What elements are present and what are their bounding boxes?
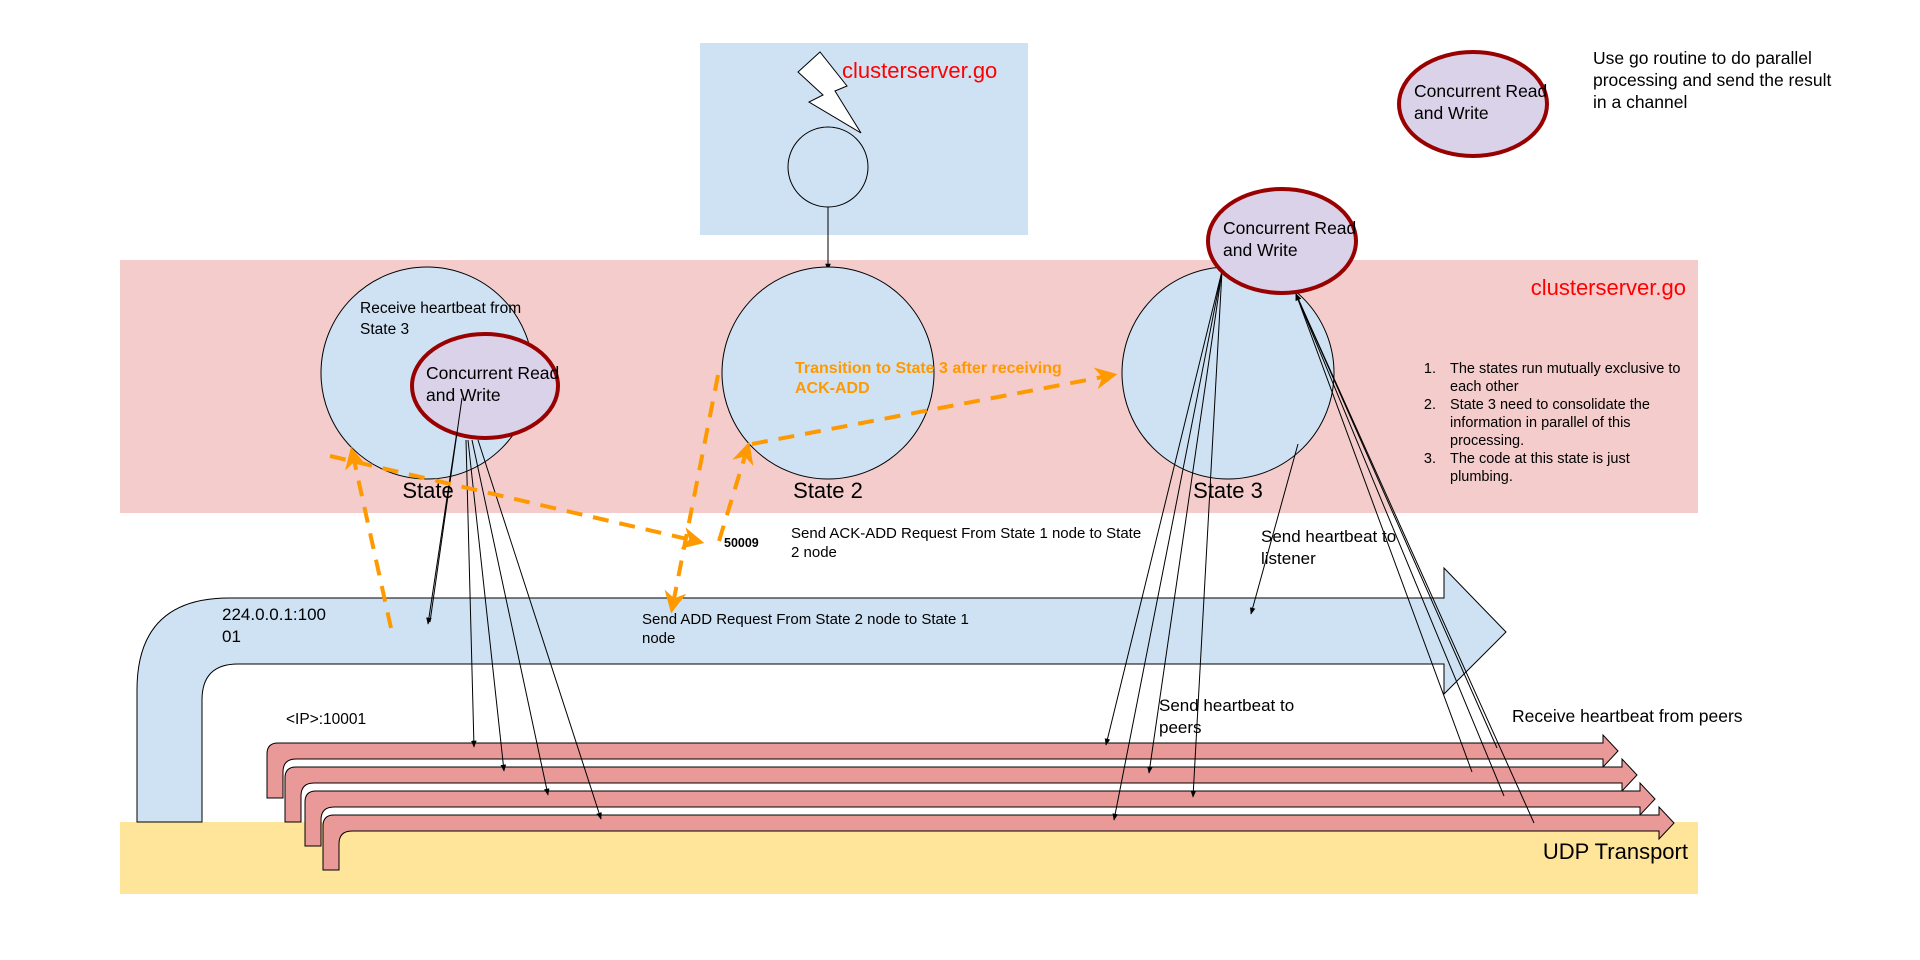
- state1-concurrent-label-1: Concurrent Read: [426, 363, 559, 383]
- port-to-state2-arrow: [717, 441, 754, 542]
- top-file-label: clusterserver.go: [842, 58, 997, 83]
- state3-concurrent-label-1: Concurrent Read: [1223, 218, 1356, 238]
- legend-concurrent-ellipse: [1397, 50, 1549, 158]
- send-listener-label-1: Send heartbeat to: [1261, 527, 1396, 546]
- transition-label-2: ACK-ADD: [795, 380, 870, 397]
- unicast-pipe-1: [266, 733, 1619, 799]
- ack-add-label-1: Send ACK-ADD Request From State 1 node t…: [791, 525, 1141, 542]
- band-file-label: clusterserver.go: [1531, 275, 1686, 300]
- lightning-icon: [797, 51, 862, 134]
- state2-to-state3-arrow: [751, 367, 1118, 446]
- unicast-pipe-4: [322, 805, 1675, 871]
- add-request-label-2: node: [642, 630, 675, 647]
- state-notes: The states run mutually exclusive to eac…: [1398, 360, 1688, 486]
- multicast-to-state1-arrow: [345, 446, 393, 629]
- multicast-address-1: 224.0.0.1:100: [222, 605, 326, 624]
- unicast-address-label: <IP>:10001: [286, 711, 366, 728]
- transition-label-1: Transition to State 3 after receiving: [795, 360, 1062, 377]
- state-note-2: State 3 need to consolidate the informat…: [1440, 396, 1688, 450]
- state3-concurrent-ellipse: [1206, 187, 1358, 295]
- state-note-1: The states run mutually exclusive to eac…: [1440, 360, 1688, 396]
- port-label: 50009: [724, 536, 759, 550]
- legend-concurrent-label-2: and Write: [1414, 103, 1489, 123]
- unicast-pipe-3: [304, 781, 1656, 847]
- state-3-label: State 3: [1193, 478, 1263, 503]
- send-peers-label-1: Send heartbeat to: [1159, 696, 1294, 715]
- multicast-channel-arrow: [136, 566, 1507, 823]
- state-2-circle: [721, 266, 935, 480]
- state-3-circle: [1121, 266, 1335, 480]
- send-listener-label-2: listener: [1261, 549, 1316, 568]
- legend-description-1: Use go routine to do parallel: [1593, 48, 1812, 68]
- send-peers-label-2: peers: [1159, 718, 1202, 737]
- legend-concurrent-label-1: Concurrent Read: [1414, 81, 1547, 101]
- unicast-pipe-2: [284, 757, 1638, 823]
- orange-transition-arrows: [329, 367, 1118, 629]
- state1-to-port-arrow: [329, 454, 705, 549]
- state1-receive-note-1: Receive heartbeat from: [360, 300, 521, 317]
- udp-transport-label: UDP Transport: [1543, 839, 1688, 864]
- send-listener-arrow: [1249, 443, 1299, 615]
- legend-description-3: in a channel: [1593, 92, 1687, 112]
- state1-concurrent-ellipse: [410, 332, 560, 440]
- state-2-label: State 2: [793, 478, 863, 503]
- receive-peers-label: Receive heartbeat from peers: [1512, 706, 1743, 726]
- state1-receive-note-2: State 3: [360, 321, 409, 338]
- unicast-pipes: [266, 733, 1675, 871]
- state2-to-multicast-arrow: [664, 374, 720, 614]
- multicast-to-state1-line: [429, 397, 463, 623]
- legend-description-2: processing and send the result: [1593, 70, 1831, 90]
- add-request-label-1: Send ADD Request From State 2 node to St…: [642, 611, 969, 628]
- entry-circle: [787, 126, 869, 208]
- state-notes-list: The states run mutually exclusive to eac…: [1398, 360, 1688, 486]
- state3-send-peers-arrows: [1104, 270, 1223, 821]
- state1-receive-arrows: [426, 397, 602, 820]
- multicast-address-2: 01: [222, 627, 241, 646]
- state3-concurrent-label-2: and Write: [1223, 240, 1298, 260]
- state1-concurrent-label-2: and Write: [426, 385, 501, 405]
- state-note-3: The code at this state is just plumbing.: [1440, 450, 1688, 486]
- udp-transport-band: [120, 822, 1698, 894]
- state3-receive-peers-arrows: [1295, 293, 1535, 824]
- ack-add-label-2: 2 node: [791, 544, 837, 561]
- top-block: [700, 43, 1028, 235]
